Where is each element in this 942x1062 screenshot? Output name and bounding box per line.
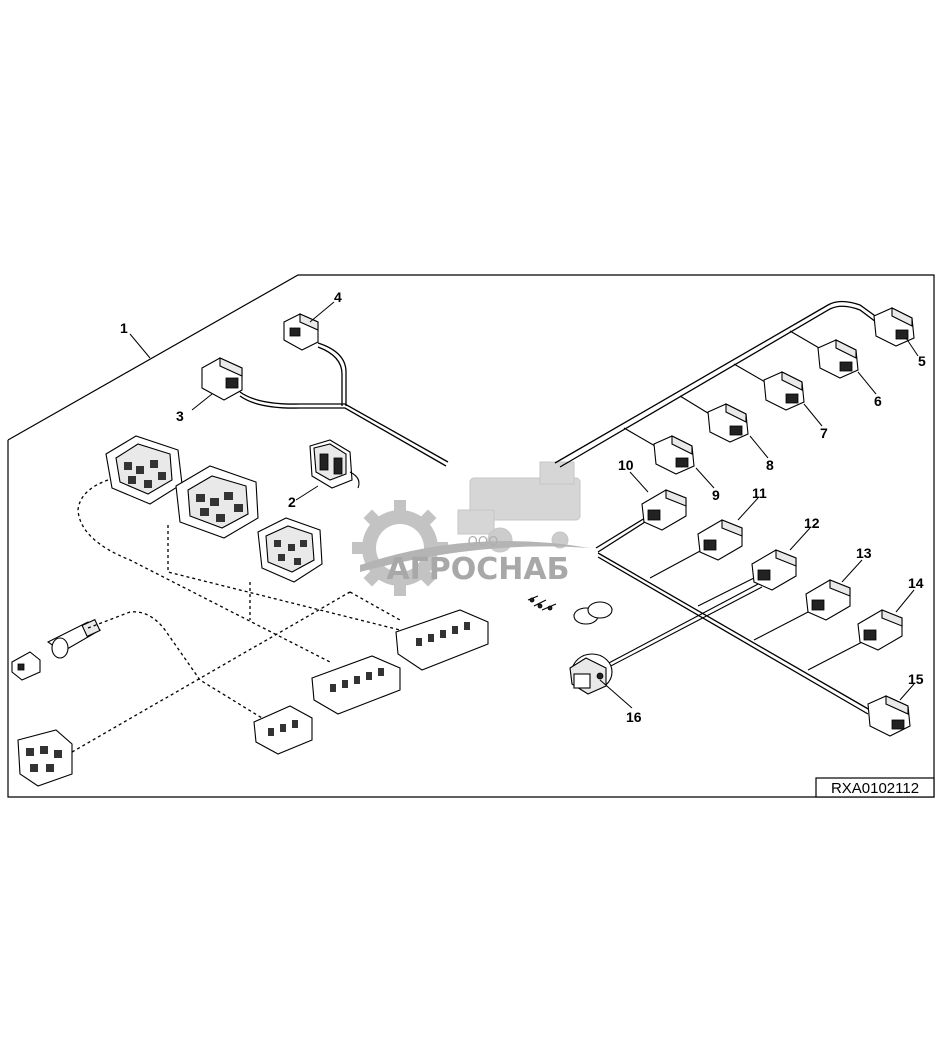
callout-10: 10 — [618, 457, 634, 473]
top-harness — [239, 342, 449, 467]
callout-2: 2 — [288, 494, 296, 510]
connector-5 — [873, 307, 915, 347]
connector-15 — [867, 695, 911, 737]
control-module-3 — [257, 517, 323, 583]
callout-1: 1 — [120, 320, 128, 336]
small-connector-left — [11, 651, 41, 681]
control-module-1 — [105, 435, 183, 505]
callout-13: 13 — [856, 545, 872, 561]
connector-9 — [653, 435, 695, 475]
right-harness — [554, 300, 879, 715]
connector-11 — [697, 519, 743, 561]
connector-block-b — [311, 655, 401, 715]
callout-4: 4 — [334, 289, 342, 305]
callout-5: 5 — [918, 353, 926, 369]
connector-7 — [763, 371, 805, 411]
connector-16 — [569, 653, 613, 695]
callout-7: 7 — [820, 425, 828, 441]
callout-labels: 1 2 3 4 5 6 7 8 9 10 11 12 13 14 15 16 — [120, 289, 926, 725]
connector-8 — [707, 403, 749, 443]
callout-15: 15 — [908, 671, 924, 687]
callout-11: 11 — [752, 485, 767, 501]
callout-14: 14 — [908, 575, 924, 591]
connector-block-d — [17, 729, 73, 787]
dashed-harness — [71, 479, 401, 753]
connector-10 — [641, 489, 687, 531]
watermark-prefix: ООО — [468, 535, 499, 550]
connector-4 — [283, 313, 319, 351]
connector-12 — [751, 549, 797, 591]
leader-lines — [129, 301, 919, 709]
callout-8: 8 — [766, 457, 774, 473]
connector-6 — [817, 339, 859, 379]
callout-6: 6 — [874, 393, 882, 409]
callout-12: 12 — [804, 515, 820, 531]
diagram-frame — [7, 274, 935, 798]
terminal-pins — [527, 595, 613, 625]
connector-block-a — [395, 609, 489, 671]
callout-16: 16 — [626, 709, 642, 725]
inline-fuse-holder — [46, 618, 102, 659]
watermark-company-name: АГРОСНАБ — [386, 552, 569, 587]
callout-9: 9 — [712, 487, 720, 503]
connector-13 — [805, 579, 851, 621]
control-module-2 — [175, 465, 259, 539]
swoosh-icon — [360, 540, 590, 572]
figure-id-label: RXA0102112 — [831, 780, 919, 797]
connector-3 — [201, 357, 243, 401]
agrosnab-watermark: ООО АГРОСНАБ — [352, 461, 590, 596]
connector-14 — [857, 609, 903, 651]
connector-block-c — [253, 705, 313, 755]
callout-3: 3 — [176, 408, 184, 424]
connector-2 — [309, 439, 360, 489]
